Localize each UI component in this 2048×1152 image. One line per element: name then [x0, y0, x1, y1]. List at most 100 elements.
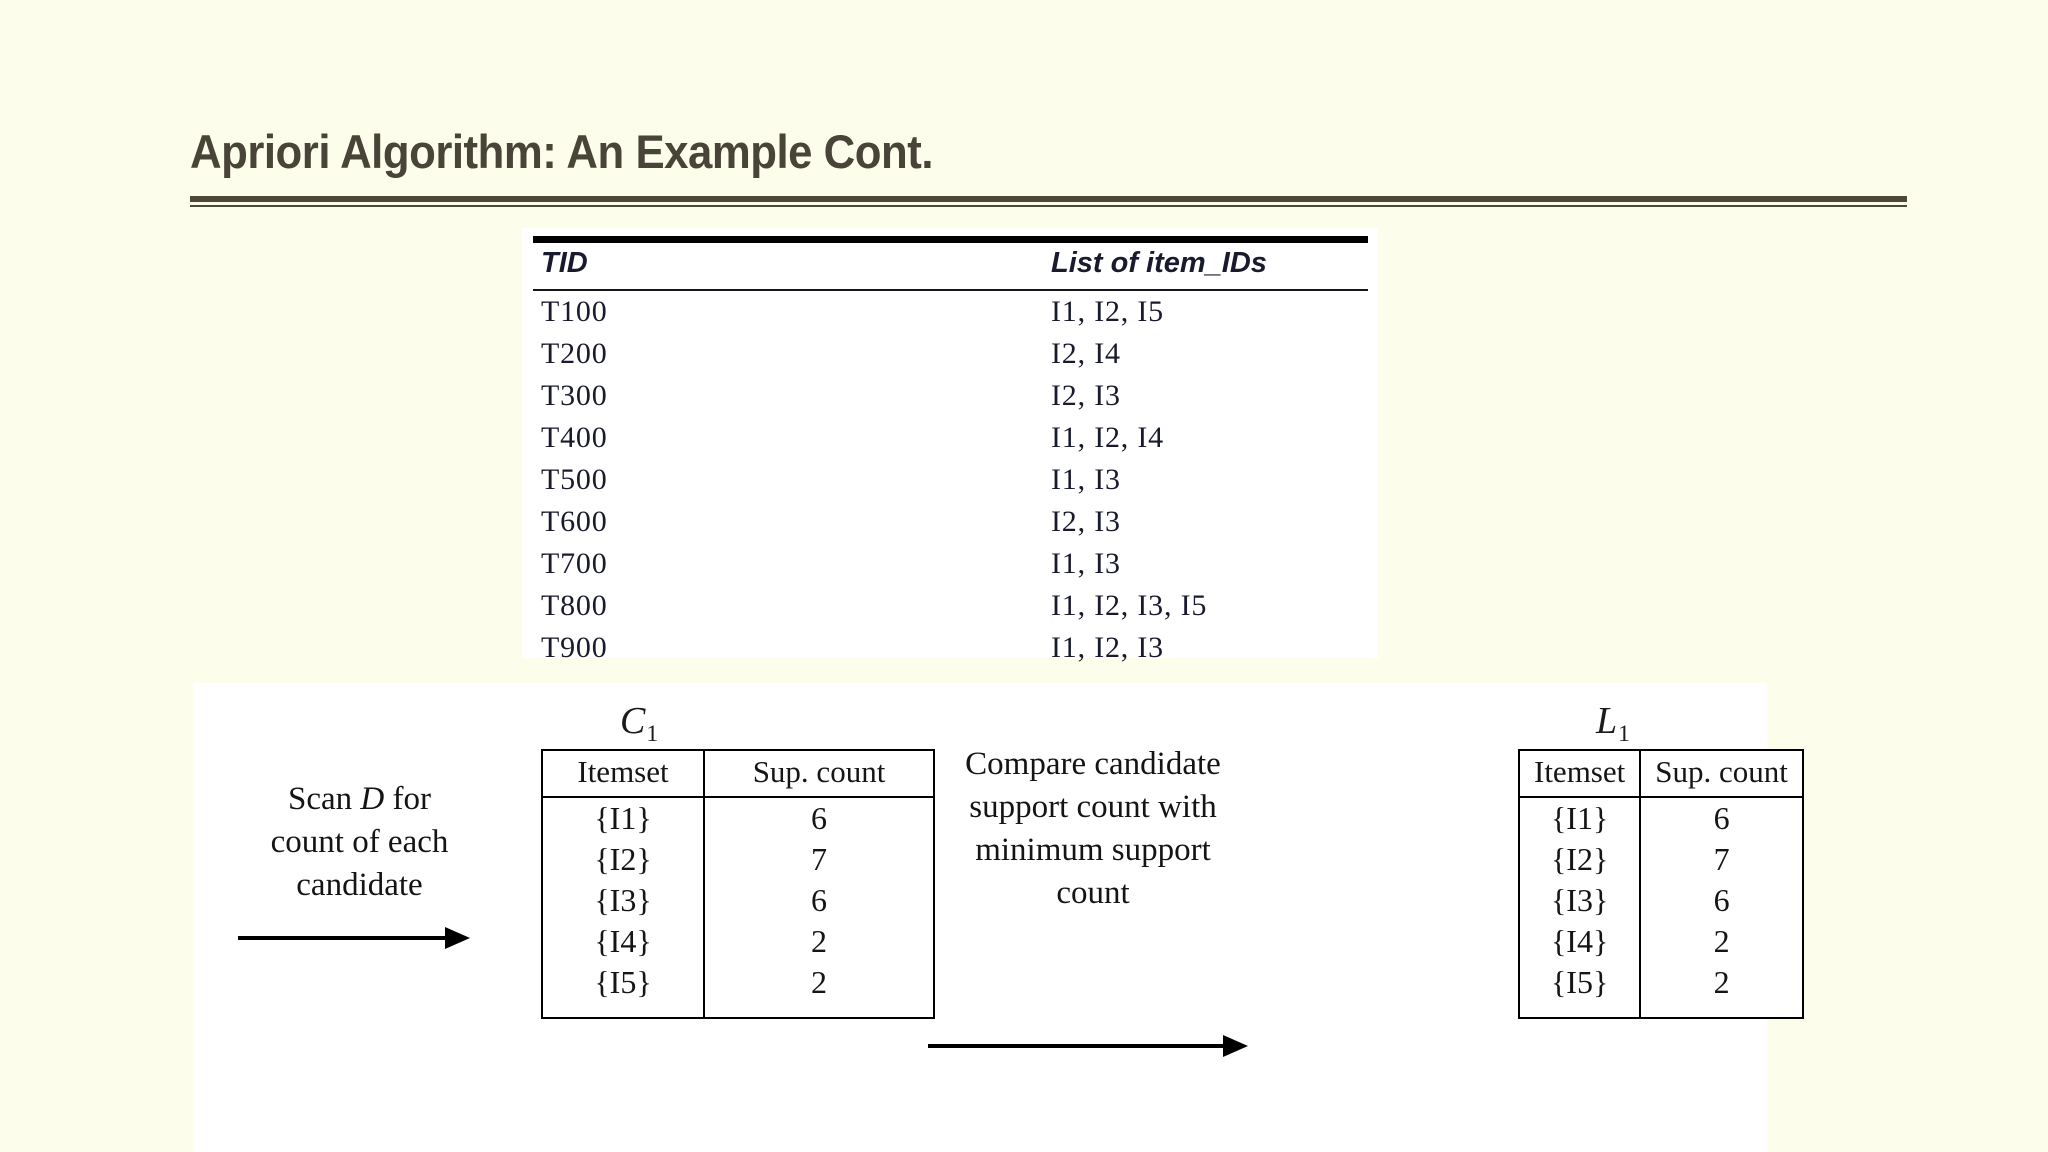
l1-label: L1	[1596, 699, 1630, 747]
table-row: {I5} 2	[1517, 962, 1804, 1003]
c1-cell-itemset: {I2}	[541, 839, 705, 880]
cell-tid: T700	[541, 547, 608, 580]
cell-tid: T600	[541, 505, 608, 538]
transaction-table-header-row: TID List of item_IDs	[533, 243, 1368, 291]
table-row: T600 I2, I3	[533, 501, 1368, 543]
table-row: T700 I1, I3	[533, 543, 1368, 585]
scan-line-3: candidate	[296, 866, 423, 903]
cell-items: I1, I3	[1051, 547, 1121, 580]
c1-table: Itemset Sup. count {I1} 6 {I2} 7 {I3} 6 …	[541, 749, 935, 1019]
c1-cell-itemset: {I5}	[541, 962, 705, 1003]
l1-cell-itemset: {I1}	[1517, 796, 1642, 839]
scan-arrow-shaft	[238, 936, 448, 940]
l1-cell-count: 6	[1639, 796, 1804, 839]
l1-table: Itemset Sup. count {I1} 6 {I2} 7 {I3} 6 …	[1517, 749, 1804, 1019]
l1-pad-cell-right	[1639, 1003, 1804, 1019]
l1-column-header-sup-count: Sup. count	[1639, 749, 1804, 798]
c1-cell-count: 6	[703, 796, 935, 839]
table-row: {I5} 2	[541, 962, 935, 1003]
l1-cell-itemset: {I3}	[1517, 880, 1642, 921]
table-row: T800 I1, I2, I3, I5	[533, 585, 1368, 627]
compare-line-4: count	[1056, 874, 1130, 911]
column-header-tid: TID	[533, 243, 1041, 291]
title-divider	[190, 196, 1907, 207]
l1-cell-count: 2	[1639, 962, 1804, 1003]
transaction-table-head: TID List of item_IDs	[533, 236, 1368, 291]
title-divider-thick	[190, 196, 1907, 202]
c1-table-pad-row	[541, 1003, 935, 1019]
c1-header-row: Itemset Sup. count	[541, 749, 935, 798]
transaction-table-body: T100 I1, I2, I5 T200 I2, I4 T300 I2, I3 …	[533, 290, 1368, 669]
cell-tid: T400	[541, 421, 608, 454]
transaction-table: TID List of item_IDs T100 I1, I2, I5 T20…	[533, 236, 1368, 669]
l1-label-subscript: 1	[1618, 720, 1630, 747]
c1-cell-itemset: {I4}	[541, 921, 705, 962]
table-row: T100 I1, I2, I5	[533, 290, 1368, 333]
table-row: T300 I2, I3	[533, 375, 1368, 417]
cell-items: I2, I3	[1051, 505, 1121, 538]
c1-cell-itemset: {I1}	[541, 796, 705, 839]
scan-line-1-italic: D	[360, 781, 385, 817]
cell-items: I1, I2, I4	[1051, 421, 1164, 454]
table-row: T400 I1, I2, I4	[533, 417, 1368, 459]
compare-arrow-head	[1223, 1035, 1248, 1057]
scan-arrow-head	[445, 927, 470, 949]
c1-cell-count: 2	[703, 962, 935, 1003]
table-row: {I1} 6	[1517, 796, 1804, 839]
cell-items: I1, I2, I5	[1051, 295, 1164, 328]
l1-column-header-itemset: Itemset	[1517, 749, 1642, 798]
cell-items: I2, I3	[1051, 379, 1121, 412]
c1-cell-count: 2	[703, 921, 935, 962]
transaction-table-panel: TID List of item_IDs T100 I1, I2, I5 T20…	[522, 228, 1378, 884]
table-row: {I4} 2	[1517, 921, 1804, 962]
c1-label-subscript: 1	[646, 720, 659, 747]
c1-label: C1	[620, 699, 658, 747]
cell-tid: T200	[541, 337, 608, 370]
c1-pad-cell-left	[541, 1003, 705, 1019]
l1-table-pad-row	[1517, 1003, 1804, 1019]
compare-line-3: minimum support	[975, 831, 1211, 868]
cell-items: I1, I3	[1051, 463, 1121, 496]
l1-header-row: Itemset Sup. count	[1517, 749, 1804, 798]
cell-tid: T900	[541, 631, 608, 664]
title-divider-thin	[190, 205, 1907, 207]
c1-table-body: {I1} 6 {I2} 7 {I3} 6 {I4} 2 {I5} 2	[541, 796, 935, 1019]
l1-cell-count: 7	[1639, 839, 1804, 880]
c1-column-header-itemset: Itemset	[541, 749, 705, 798]
l1-cell-count: 6	[1639, 880, 1804, 921]
table-row: {I3} 6	[541, 880, 935, 921]
compare-arrow-icon	[928, 1035, 1248, 1057]
scan-arrow-icon	[238, 927, 470, 949]
l1-cell-itemset: {I4}	[1517, 921, 1642, 962]
apriori-figure-panel: C1 L1 Scan D for count of each candidate…	[193, 683, 1804, 1152]
scan-annotation: Scan D for count of each candidate	[237, 778, 482, 907]
cell-tid: T300	[541, 379, 608, 412]
l1-cell-itemset: {I5}	[1517, 962, 1642, 1003]
c1-label-base: C	[620, 700, 646, 742]
scan-line-1-post: for	[384, 781, 431, 817]
table-row: {I3} 6	[1517, 880, 1804, 921]
compare-line-2: support count with	[969, 788, 1217, 825]
l1-cell-count: 2	[1639, 921, 1804, 962]
c1-column-header-sup-count: Sup. count	[703, 749, 935, 798]
cell-tid: T800	[541, 589, 608, 622]
table-row: {I2} 7	[541, 839, 935, 880]
c1-cell-count: 6	[703, 880, 935, 921]
c1-table-head: Itemset Sup. count	[541, 749, 935, 798]
table-row: T500 I1, I3	[533, 459, 1368, 501]
l1-label-base: L	[1596, 700, 1618, 742]
page-title: Apriori Algorithm: An Example Cont.	[190, 125, 933, 178]
scan-line-2: count of each	[270, 823, 449, 860]
table-row: T200 I2, I4	[533, 333, 1368, 375]
l1-table-body: {I1} 6 {I2} 7 {I3} 6 {I4} 2 {I5} 2	[1517, 796, 1804, 1019]
c1-cell-count: 7	[703, 839, 935, 880]
l1-cell-itemset: {I2}	[1517, 839, 1642, 880]
table-row: {I4} 2	[541, 921, 935, 962]
l1-pad-cell-left	[1517, 1003, 1642, 1019]
cell-tid: T500	[541, 463, 608, 496]
table-row: {I2} 7	[1517, 839, 1804, 880]
cell-items: I1, I2, I3, I5	[1051, 589, 1208, 622]
compare-line-1: Compare candidate	[965, 746, 1221, 782]
cell-items: I1, I2, I3	[1051, 631, 1164, 664]
c1-pad-cell-right	[703, 1003, 935, 1019]
